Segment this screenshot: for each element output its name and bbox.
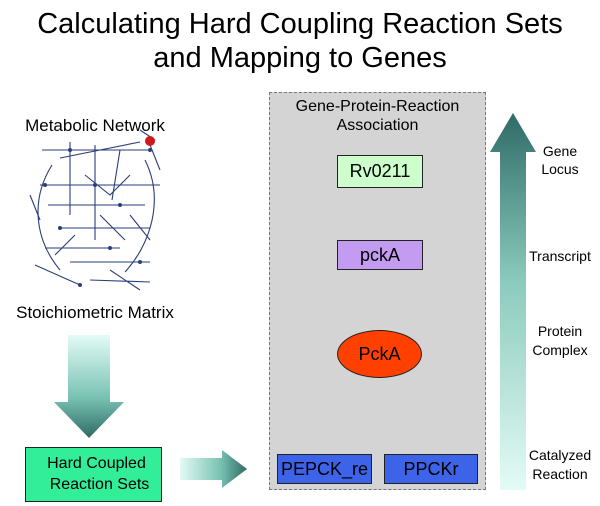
gene-node: Rv0211 (337, 155, 423, 188)
hard-coupled-line-2: Reaction Sets (49, 476, 150, 493)
title-line-1: Calculating Hard Coupling Reaction Sets (37, 8, 563, 40)
scale-protein-line-1: Protein (537, 323, 583, 339)
title-line-2: and Mapping to Genes (153, 42, 447, 74)
panel-title-line-2: Association (336, 117, 419, 134)
stoichiometric-matrix-label: Stoichiometric Matrix (16, 303, 174, 322)
gpr-panel (269, 92, 486, 490)
transcript-node: pckA (337, 240, 423, 270)
right-arrow-icon (180, 450, 247, 488)
scale-transcript: Transcript (529, 248, 591, 264)
scale-reaction-line-1: Catalyzed (528, 447, 592, 463)
metabolic-network-label: Metabolic Network (25, 116, 165, 135)
reaction-node-pepck: PEPCK_re (277, 454, 372, 484)
scale-gene-line-2: Locus (541, 161, 579, 177)
down-arrow-icon (54, 335, 124, 438)
reaction-node-ppckr: PPCKr (384, 454, 478, 484)
scale-protein-line-2: Complex (532, 342, 588, 358)
panel-title-line-1: Gene-Protein-Reaction (295, 98, 460, 115)
scale-gene-line-1: Gene (542, 143, 578, 159)
hard-coupled-line-1: Hard Coupled (47, 455, 146, 472)
scale-reaction-line-2: Reaction (532, 466, 588, 482)
hard-coupled-sets-box: Hard Coupled Reaction Sets (25, 447, 162, 502)
protein-node: PckA (337, 330, 422, 378)
up-arrow-icon (490, 113, 536, 490)
